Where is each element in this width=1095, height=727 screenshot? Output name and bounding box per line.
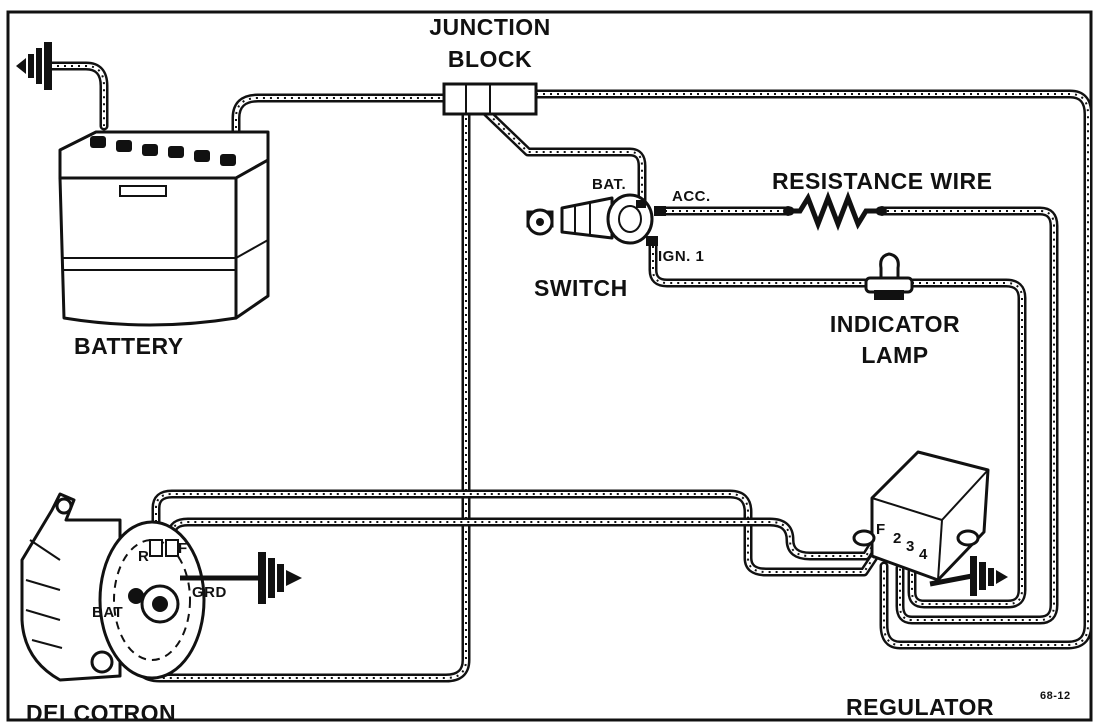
resistance-wire-label: RESISTANCE WIRE xyxy=(772,168,993,194)
switch-ign1-terminal-label: IGN. 1 xyxy=(658,248,705,265)
delcotron-ground-symbol xyxy=(258,552,302,604)
regulator xyxy=(852,450,990,587)
ignition-switch xyxy=(526,193,666,246)
battery-to-junction-wire xyxy=(231,93,451,147)
battery-ground-symbol xyxy=(16,42,52,90)
resistance-to-regulator-wire xyxy=(875,206,1059,625)
indicator-lamp xyxy=(864,252,914,300)
wires xyxy=(45,61,1093,683)
delcotron-f-terminal-label: F xyxy=(178,540,188,557)
regulator-3-terminal-label: 3 xyxy=(906,538,915,555)
switch-acc-terminal-label: ACC. xyxy=(672,188,711,205)
junction-to-switch-wire xyxy=(473,99,647,207)
indicator-lamp-label-line1: INDICATOR xyxy=(829,311,961,337)
junction-to-regulator-wire xyxy=(531,89,1093,650)
junction-block xyxy=(442,82,538,116)
battery xyxy=(58,130,270,327)
junction-block-label-line2: BLOCK xyxy=(447,46,533,72)
delcotron-r-terminal-label: R xyxy=(138,548,150,565)
lamp-to-regulator-wire xyxy=(907,278,1027,609)
battery-caps xyxy=(90,136,236,166)
ign-to-lamp-wire xyxy=(648,241,875,288)
delcotron-alternator xyxy=(20,492,260,682)
delcotron-grd-terminal-label: GRD xyxy=(192,584,227,601)
regulator-label: REGULATOR xyxy=(846,694,995,720)
delcotron-f-to-regulator-wire xyxy=(167,517,881,561)
indicator-lamp-label-line2: LAMP xyxy=(861,342,929,368)
junction-block-label-line1: JUNCTION xyxy=(429,14,551,40)
regulator-ground-symbol xyxy=(970,556,1008,596)
delcotron-bat-terminal-label: BAT xyxy=(92,604,124,621)
battery-label: BATTERY xyxy=(74,333,184,359)
figure-number: 68-12 xyxy=(1040,690,1071,702)
regulator-2-terminal-label: 2 xyxy=(893,530,902,547)
battery-ground-strap xyxy=(45,61,109,131)
delcotron-r-to-regulator-wire xyxy=(151,489,885,577)
resistance-wire-resistor xyxy=(783,191,887,231)
switch-bat-terminal-label: BAT. xyxy=(592,176,627,193)
regulator-f-terminal-label: F xyxy=(876,521,886,538)
delcotron-label: DELCOTRON xyxy=(26,700,177,726)
switch-label: SWITCH xyxy=(534,275,628,301)
regulator-4-terminal-label: 4 xyxy=(919,546,928,563)
